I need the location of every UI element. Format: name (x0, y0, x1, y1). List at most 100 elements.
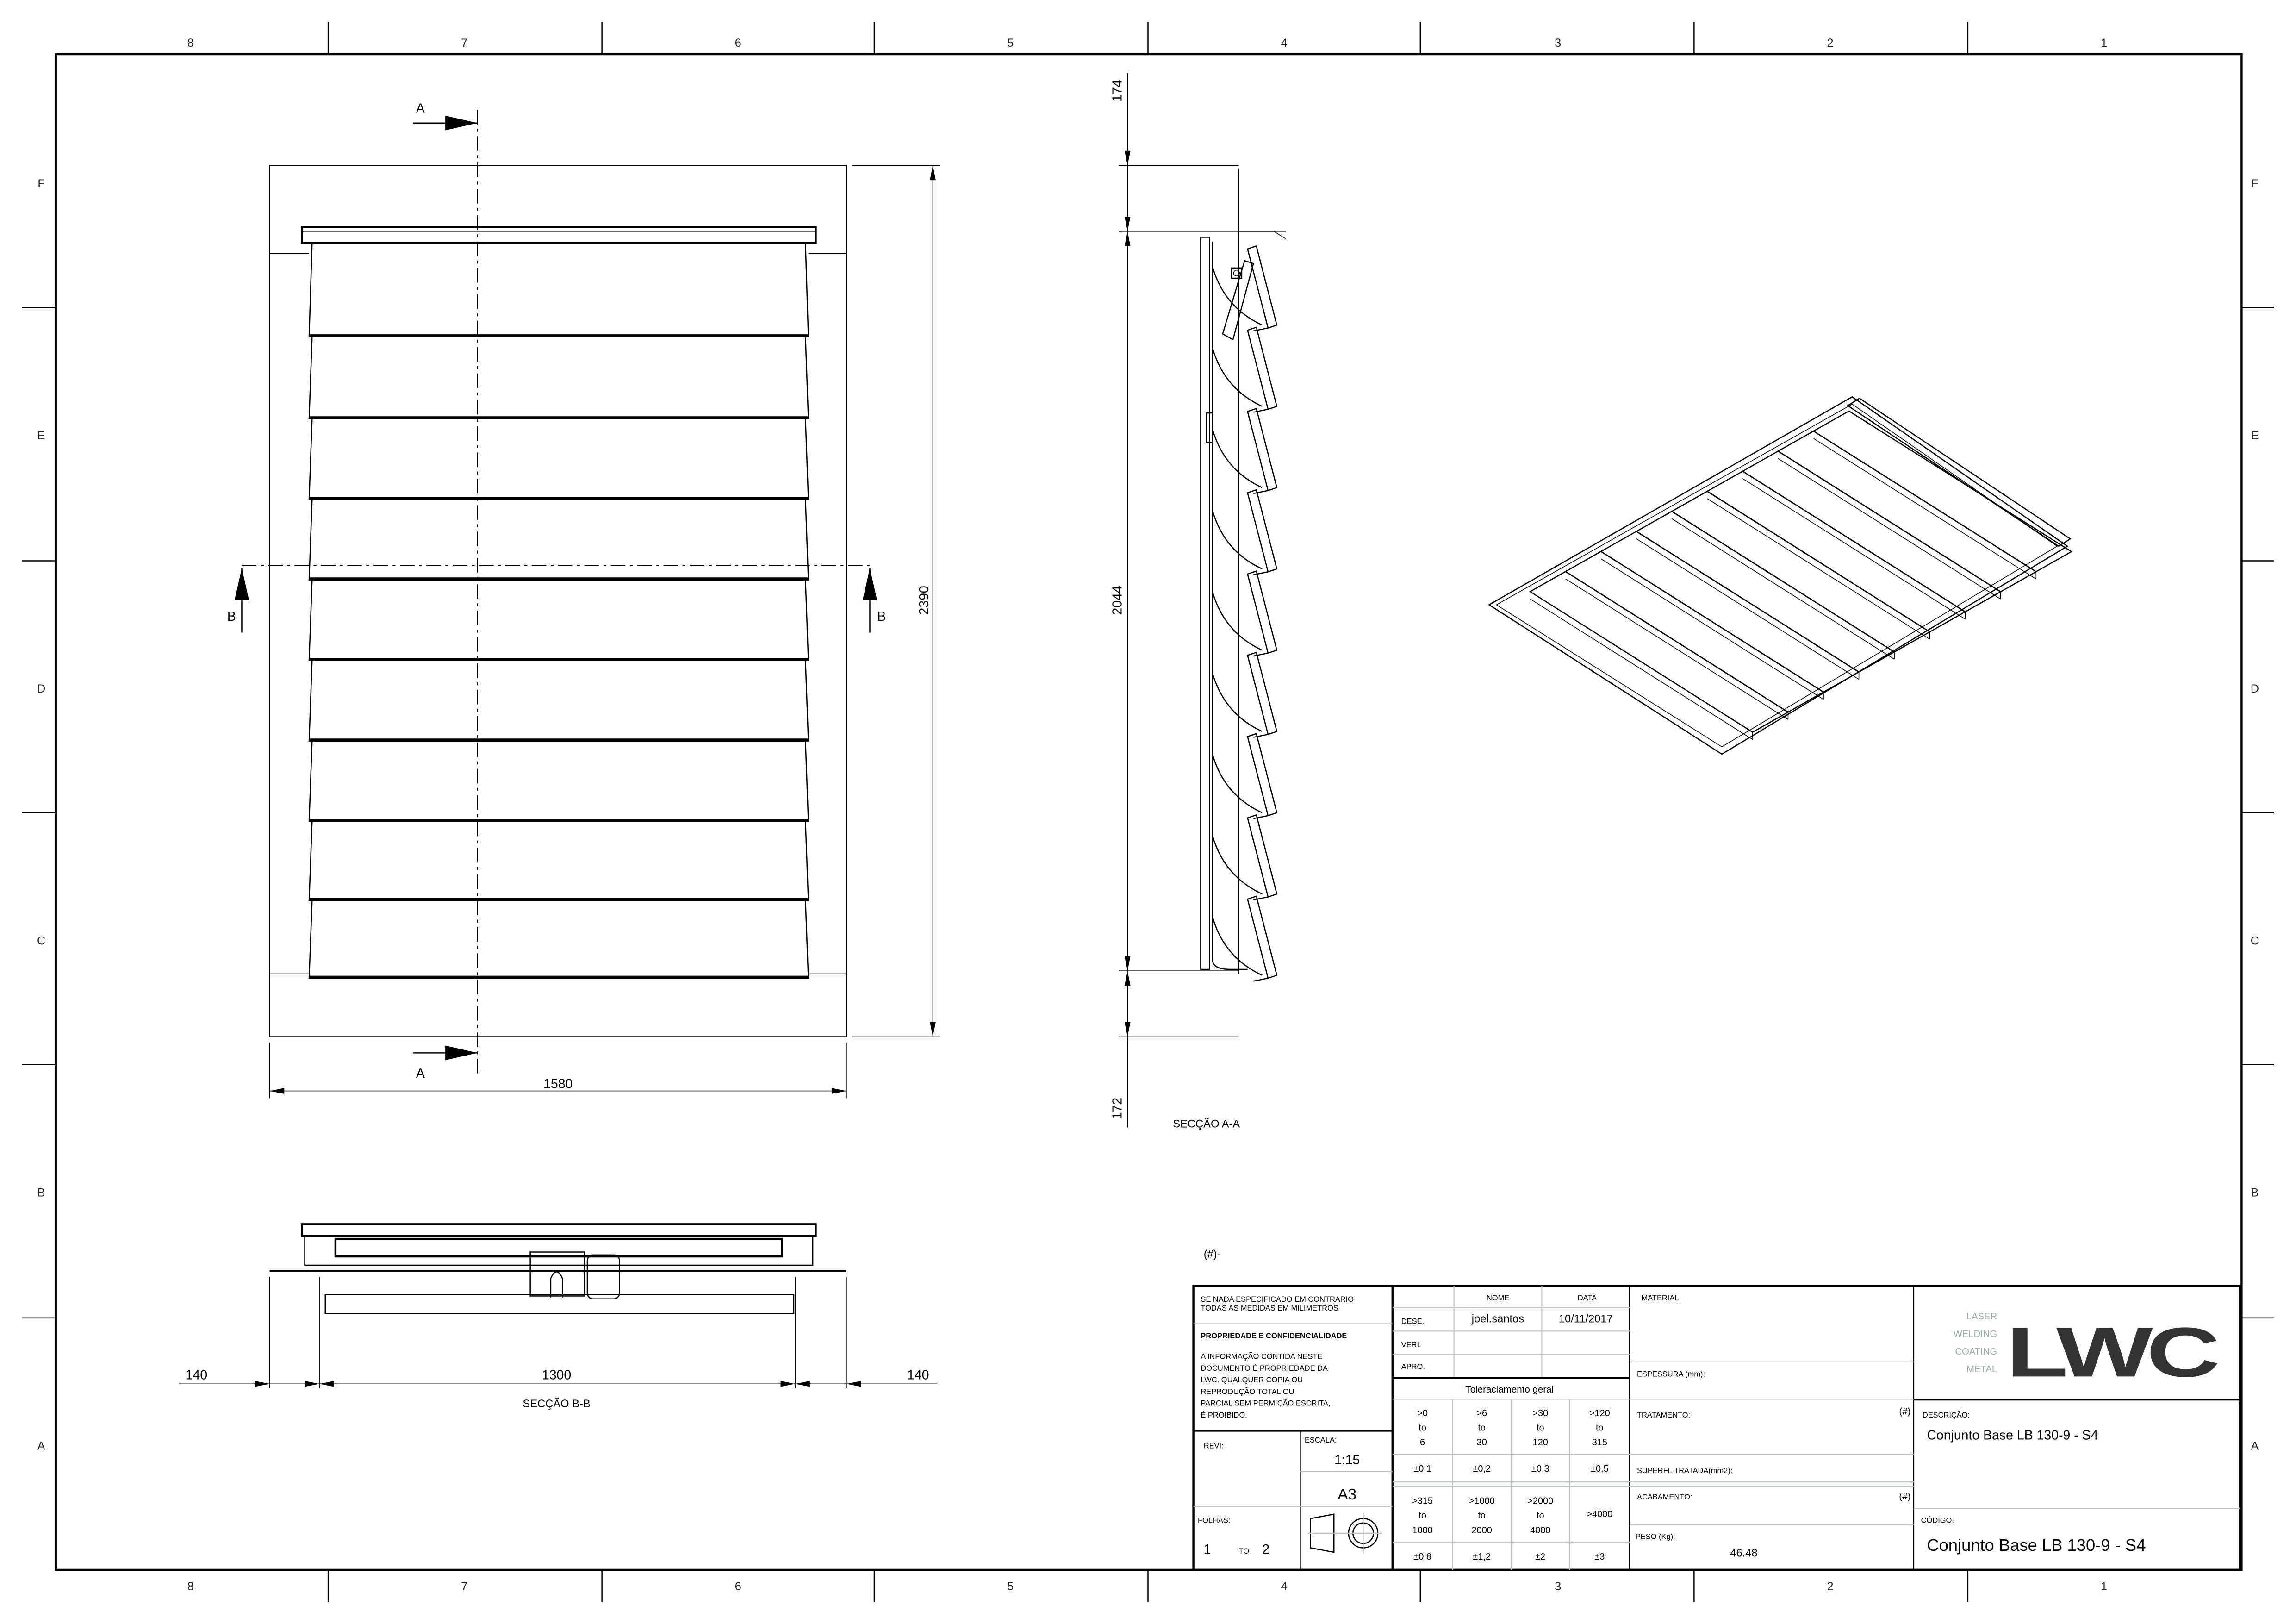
svg-text:LASER: LASER (1966, 1312, 1997, 1322)
top-rail (300, 226, 817, 244)
confidentiality-title: PROPRIEDADE E CONFIDENCIALIDADE (1201, 1332, 1347, 1340)
tolerance-value: ±0,3 (1531, 1464, 1549, 1474)
tolerance-range: >30 (1532, 1408, 1548, 1418)
drawn-by: joel.santos (1471, 1313, 1524, 1325)
louver-slat (308, 336, 809, 419)
iso-slat (1812, 410, 2073, 580)
tolerance-range: >1000 (1469, 1496, 1495, 1506)
svg-text:METAL: METAL (1966, 1364, 1997, 1374)
section-arrow-b-right: B (862, 568, 886, 633)
outer-frame (269, 165, 847, 1037)
tolerance-range: >4000 (1587, 1509, 1612, 1519)
zone-row-label: C (2251, 934, 2259, 947)
zone-row-label: E (37, 429, 45, 442)
tolerance-range: to (1478, 1511, 1486, 1521)
code-value: Conjunto Base LB 130-9 - S4 (1927, 1536, 2146, 1555)
zone-row-label: B (37, 1186, 45, 1199)
sheets-label: FOLHAS: (1198, 1517, 1230, 1525)
revision-label: REVI: (1204, 1442, 1224, 1450)
section-slat (1212, 326, 1278, 413)
zone-col-label: 6 (735, 37, 741, 50)
iso-slat (1670, 490, 1931, 660)
tolerance-range: 315 (1592, 1437, 1607, 1448)
confidentiality-text: A INFORMAÇÃO CONTIDA NESTE (1201, 1351, 1322, 1361)
zone-labels-left: F E D C B A (37, 177, 45, 1453)
section-slat (1212, 407, 1278, 494)
zone-col-label: 5 (1007, 1580, 1014, 1593)
tolerance-value: ±1,2 (1473, 1552, 1491, 1562)
approved-label: APRO. (1401, 1363, 1425, 1371)
section-label: B (227, 609, 236, 624)
finish-flag: (#) (1899, 1491, 1910, 1502)
finish-label: ACABAMENTO: (1637, 1493, 1692, 1501)
svg-text:COATING: COATING (1955, 1347, 1997, 1357)
thickness-label: ESPESSURA (mm): (1637, 1370, 1705, 1378)
tolerance-value: ±0,2 (1473, 1464, 1491, 1474)
zone-col-label: 5 (1007, 37, 1014, 50)
zone-col-label: 3 (1555, 1580, 1561, 1593)
louver-slat (308, 900, 809, 979)
dimension-value: 1580 (543, 1076, 572, 1091)
projection-symbol-icon (1307, 1512, 1382, 1554)
iso-slat (1599, 531, 1860, 700)
louver-slat (308, 740, 809, 822)
zone-labels-top: 8 7 6 5 4 3 2 1 (187, 37, 2107, 50)
zone-col-label: 6 (735, 1580, 741, 1593)
section-slat (1212, 733, 1278, 819)
tolerance-value: ±2 (1535, 1552, 1545, 1562)
sheet-to: TO (1239, 1547, 1250, 1555)
isometric-view (1488, 396, 2073, 755)
weight-label: PESO (Kg): (1636, 1533, 1675, 1541)
confidentiality-text: É PROIBIDO. (1201, 1411, 1247, 1419)
material-label: MATERIAL: (1642, 1294, 1681, 1302)
tolerance-value: ±0,5 (1591, 1464, 1609, 1474)
dimension-value: 2390 (917, 586, 932, 615)
hinge-bracket (529, 1251, 585, 1297)
section-slat (1212, 651, 1278, 738)
section-arrow-b-left: B (227, 568, 249, 633)
section-slat (1212, 489, 1278, 575)
tolerance-range: 6 (1420, 1437, 1425, 1448)
tolerance-range: to (1478, 1423, 1486, 1433)
zone-row-label: F (2251, 177, 2258, 190)
zone-col-label: 2 (1827, 1580, 1834, 1593)
zone-row-label: F (37, 177, 44, 190)
sheet-frame: 8 7 6 5 4 3 2 1 8 7 6 5 4 3 2 1 F E D C … (22, 22, 2274, 1602)
section-b-b-view: 140 1300 140 SECÇÃO B-B (179, 1223, 937, 1410)
sheet-size: A3 (1338, 1486, 1356, 1503)
dimension-value: 140 (186, 1368, 207, 1383)
iso-slat (1706, 470, 1966, 640)
tolerance-range: 2000 (1472, 1525, 1492, 1536)
section-label: B (877, 609, 886, 624)
tolerance-range: to (1537, 1423, 1544, 1433)
iso-slat (1564, 550, 1825, 720)
section-a-a-view: 174 2044 172 SECÇÃO A-A (1110, 73, 1286, 1131)
drawn-date: 10/11/2017 (1559, 1313, 1613, 1325)
louver-slat (308, 821, 809, 901)
confidentiality-text: PARCIAL SEM PERMIÇÃO ESCRITA, (1201, 1399, 1330, 1408)
tolerance-table: >0to6±0,1>315to1000±0,8>6to30±0,2>1000to… (1412, 1408, 1612, 1562)
louver-slat (308, 499, 809, 581)
dimension-width: 1580 (269, 1043, 847, 1099)
section-slat (1212, 245, 1278, 332)
base-plate (1488, 396, 2069, 755)
zone-col-label: 7 (461, 37, 467, 50)
zone-col-label: 4 (1281, 1580, 1288, 1593)
zone-col-label: 7 (461, 1580, 467, 1593)
section-slat (1212, 814, 1278, 901)
description-value: Conjunto Base LB 130-9 - S4 (1927, 1428, 2098, 1443)
tolerance-range: 1000 (1412, 1525, 1432, 1536)
zone-ticks (22, 22, 2274, 1602)
tolerance-value: ±0,8 (1413, 1552, 1431, 1562)
zone-row-label: C (37, 934, 45, 947)
zone-labels-bottom: 8 7 6 5 4 3 2 1 (187, 1580, 2107, 1593)
confidentiality-text: REPRODUÇÃO TOTAL OU (1201, 1387, 1294, 1396)
zone-col-label: 2 (1827, 37, 1834, 50)
verified-label: VERI. (1401, 1341, 1421, 1349)
treatment-flag: (#) (1899, 1406, 1910, 1417)
iso-slat (1635, 511, 1896, 680)
tolerance-range: >2000 (1527, 1496, 1553, 1506)
tolerance-range: to (1419, 1511, 1426, 1521)
